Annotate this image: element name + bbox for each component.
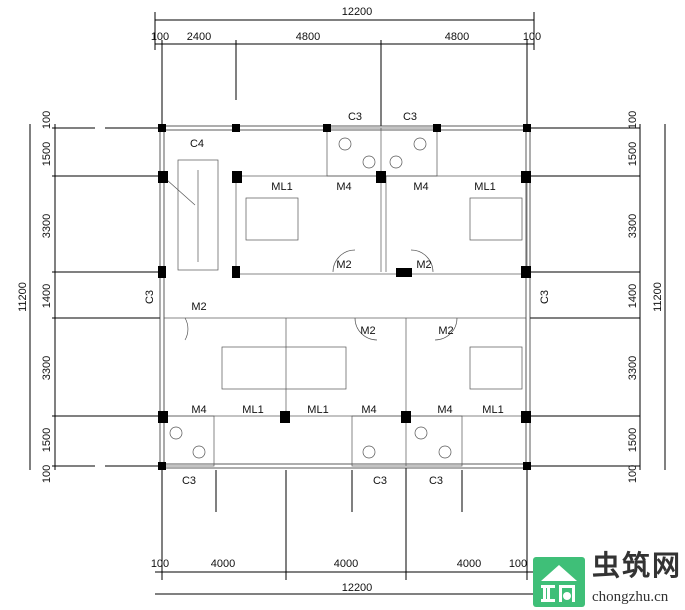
window-label: C3 bbox=[429, 475, 443, 487]
dim-top-total: 12200 bbox=[342, 6, 373, 18]
door-label: M2 bbox=[438, 325, 453, 337]
window-label: C3 bbox=[539, 290, 551, 304]
dim-top-seg: 2400 bbox=[187, 31, 211, 43]
door-label: M2 bbox=[191, 301, 206, 313]
dim-top-seg: 4800 bbox=[296, 31, 320, 43]
door-label: M2 bbox=[360, 325, 375, 337]
window-label: C3 bbox=[348, 111, 362, 123]
door-label: M4 bbox=[191, 404, 206, 416]
dim-right-total: 11200 bbox=[652, 282, 664, 312]
window-label: C3 bbox=[144, 290, 156, 304]
room-labels: C4 C3 C3 ML1 M4 M4 ML1 M2 M2 C3 C3 M2 M2… bbox=[144, 111, 551, 487]
dim-top-seg: 100 bbox=[151, 31, 169, 43]
dim-right-seg: 100 bbox=[627, 111, 639, 129]
right-dimensions: 11200 100 1500 3300 1400 3300 1500 100 bbox=[627, 111, 664, 483]
dim-left-seg: 3300 bbox=[41, 356, 53, 380]
dim-right-seg: 1400 bbox=[627, 284, 639, 308]
door-label: ML1 bbox=[474, 181, 495, 193]
dim-right-seg: 1500 bbox=[627, 428, 639, 452]
window-label: C3 bbox=[182, 475, 196, 487]
watermark-domain: chongzhu.cn bbox=[592, 589, 669, 605]
dim-right-seg: 3300 bbox=[627, 356, 639, 380]
dim-left-total: 11200 bbox=[17, 282, 29, 312]
watermark-logo-icon bbox=[533, 557, 585, 607]
dim-left-seg: 1400 bbox=[41, 284, 53, 308]
dim-top-seg: 100 bbox=[523, 31, 541, 43]
door-label: M2 bbox=[336, 259, 351, 271]
house-icon bbox=[541, 565, 577, 602]
door-label: ML1 bbox=[307, 404, 328, 416]
dim-left-seg: 100 bbox=[41, 465, 53, 483]
door-label: M4 bbox=[361, 404, 376, 416]
window-label: C3 bbox=[403, 111, 417, 123]
dim-bottom-seg: 100 bbox=[151, 558, 169, 570]
left-dimensions: 11200 100 1500 3300 1400 3300 1500 100 bbox=[17, 111, 53, 483]
grid-lines bbox=[29, 124, 666, 470]
dim-right-seg: 1500 bbox=[627, 142, 639, 166]
dim-left-seg: 100 bbox=[41, 111, 53, 129]
dim-top-seg: 4800 bbox=[445, 31, 469, 43]
door-label: M4 bbox=[413, 181, 428, 193]
dim-left-seg: 3300 bbox=[41, 214, 53, 238]
dim-bottom-total: 12200 bbox=[342, 582, 373, 594]
door-label: ML1 bbox=[242, 404, 263, 416]
dim-right-seg: 3300 bbox=[627, 214, 639, 238]
watermark-name: 虫筑网 bbox=[592, 549, 683, 582]
door-label: M4 bbox=[437, 404, 452, 416]
window-label: C3 bbox=[373, 475, 387, 487]
top-dimensions: 12200 100 2400 4800 4800 100 bbox=[151, 6, 541, 175]
dim-right-seg: 100 bbox=[627, 465, 639, 483]
dim-left-seg: 1500 bbox=[41, 142, 53, 166]
dim-left-seg: 1500 bbox=[41, 428, 53, 452]
door-label: M2 bbox=[416, 259, 431, 271]
window-label: C4 bbox=[190, 138, 204, 150]
door-label: ML1 bbox=[271, 181, 292, 193]
dim-bottom-seg: 4000 bbox=[334, 558, 358, 570]
bottom-dimensions: 100 4000 4000 4000 100 12200 bbox=[151, 270, 534, 595]
dim-bottom-seg: 4000 bbox=[211, 558, 235, 570]
door-label: ML1 bbox=[482, 404, 503, 416]
walls bbox=[158, 124, 531, 470]
dim-bottom-seg: 4000 bbox=[457, 558, 481, 570]
door-label: M4 bbox=[336, 181, 351, 193]
dim-bottom-seg: 100 bbox=[509, 558, 527, 570]
